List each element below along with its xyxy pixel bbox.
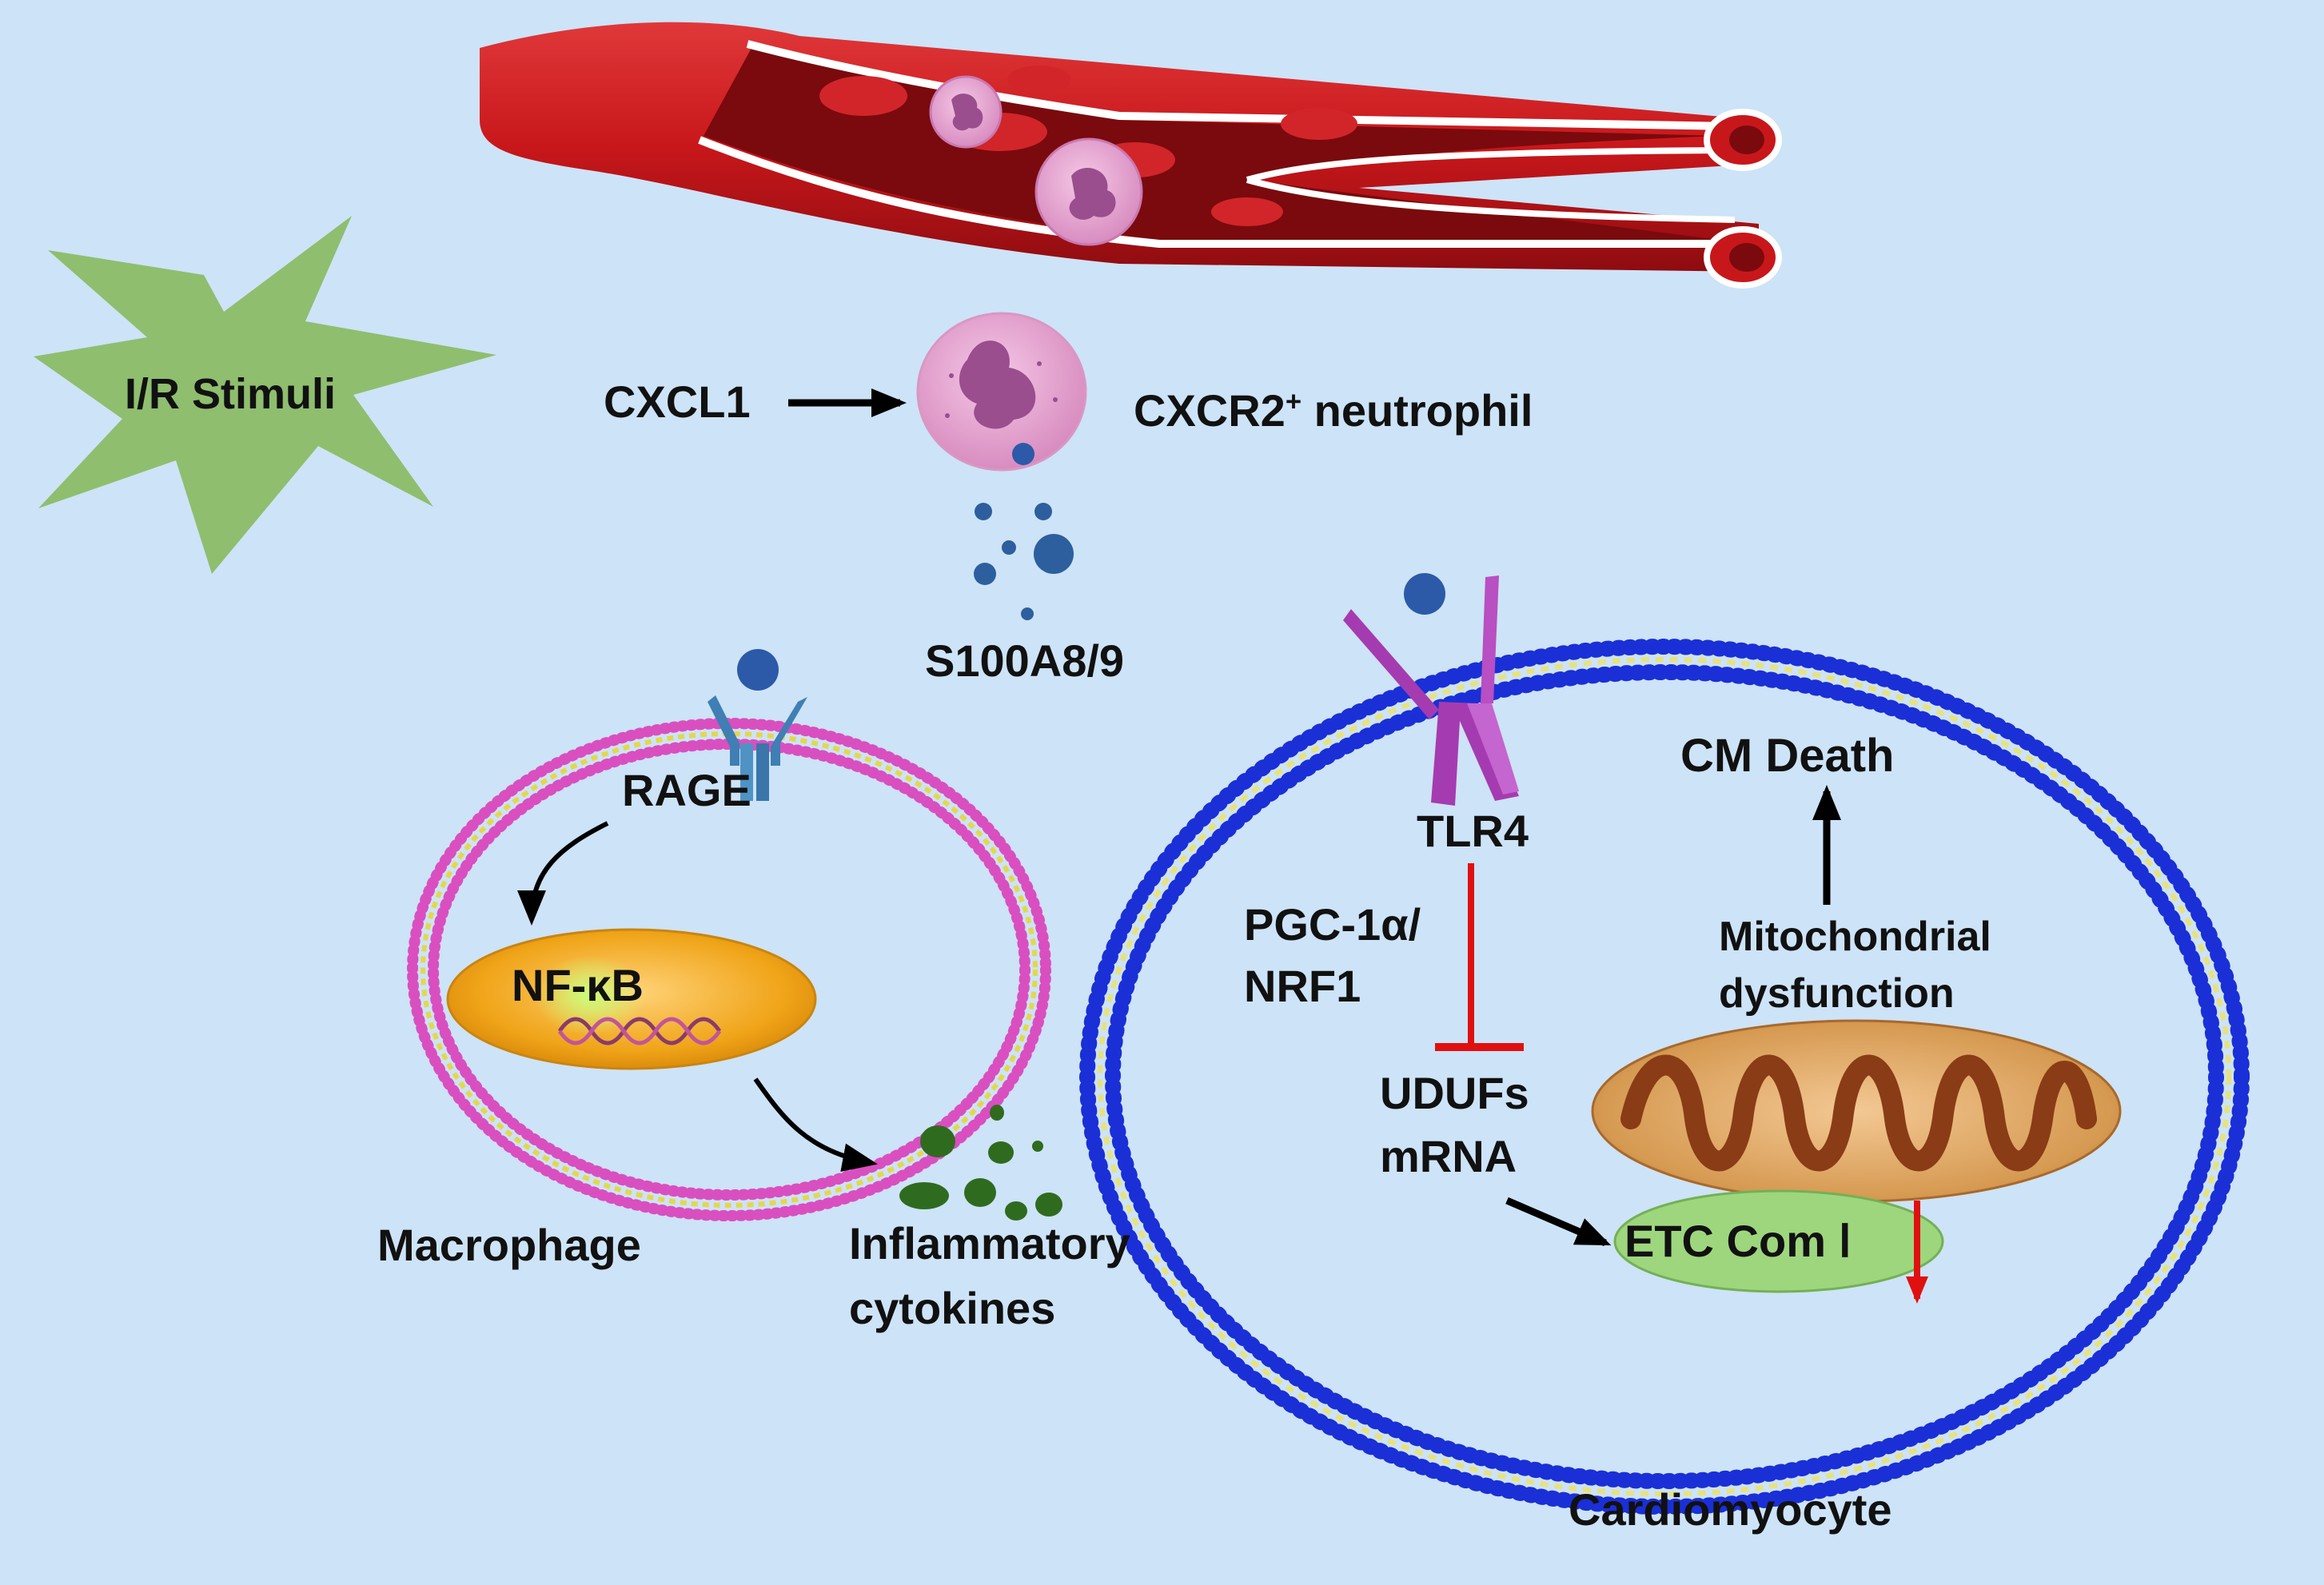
rage-to-nfkb-arrow (517, 821, 609, 926)
cytokine-particles (899, 1105, 1062, 1221)
stimulus-starburst (34, 216, 496, 574)
tlr4-label: TLR4 (1417, 806, 1529, 856)
cxcr2-neutrophil (916, 312, 1087, 472)
rage-label: RAGE (622, 765, 751, 815)
vessel-neutrophil-1 (929, 75, 1003, 149)
blood-vessel (480, 22, 1782, 289)
neutrophil-superscript: + (1285, 386, 1302, 417)
nfkb-label: NF-κB (512, 960, 644, 1010)
pathway-label-line2: NRF1 (1244, 961, 1361, 1011)
cytokines-label-line2: cytokines (849, 1283, 1056, 1333)
s100a8-9-label: S100A8/9 (925, 635, 1125, 686)
etc-complex-label: ETC Com Ⅰ (1624, 1216, 1852, 1266)
mito-dysfunction-line2: dysfunction (1719, 970, 1955, 1017)
udufs-label-line1: UDUFs (1380, 1068, 1529, 1118)
tlr4-inhibition (1435, 863, 1524, 1051)
pathway-label-line1: PGC-1α/ (1244, 899, 1421, 950)
cm-death-label: CM Death (1680, 730, 1895, 782)
nfkb-nucleus (446, 928, 817, 1070)
cardiomyocyte-label: Cardiomyocyte (1569, 1484, 1892, 1535)
nfkb-to-cytokines-arrow (753, 1077, 878, 1173)
cytokines-label-line1: Inflammatory (849, 1218, 1130, 1268)
cardiomyocyte-membrane (1079, 639, 2250, 1515)
udufs-label-line2: mRNA (1380, 1131, 1517, 1181)
etc-complex-oval (1613, 1189, 1944, 1293)
mitochondrion (1591, 1019, 2122, 1203)
rage-receptor (708, 649, 807, 801)
udufs-to-etc-arrow (1505, 1197, 1612, 1247)
vessel-neutrophil-2 (1034, 137, 1143, 246)
tlr4-receptor (1343, 573, 1519, 806)
neutrophil-suffix: neutrophil (1302, 385, 1533, 436)
mito-dysfunction-line1: Mitochondrial (1719, 914, 1991, 960)
macrophage-label: Macrophage (377, 1220, 641, 1270)
neutrophil-receptor: CXCR2 (1134, 385, 1286, 436)
stimulus-label: I/R Stimuli (125, 370, 337, 418)
s100a8-9-particles (974, 503, 1074, 620)
neutrophil-label: CXCR2+ neutrophil (1134, 386, 1533, 436)
cxcl1-label: CXCL1 (604, 376, 751, 427)
